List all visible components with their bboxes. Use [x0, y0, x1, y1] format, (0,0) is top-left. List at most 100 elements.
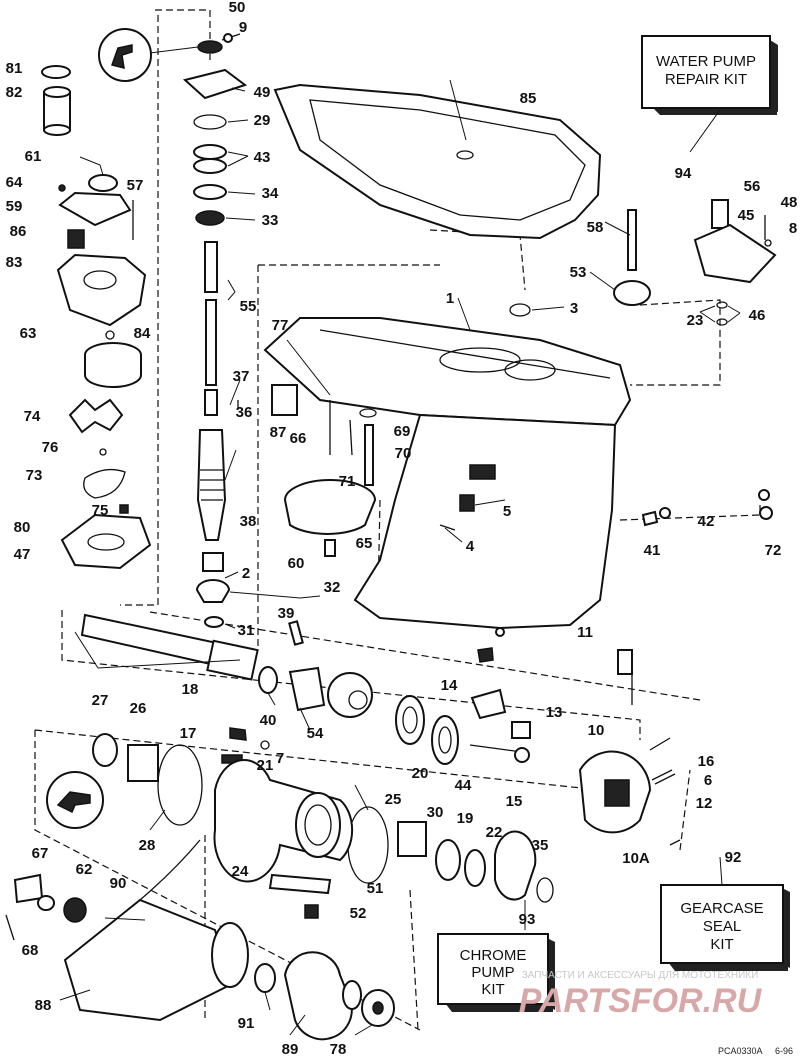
part-label: 59 — [6, 198, 23, 215]
chrome-pump-kit-line2: PUMP — [471, 964, 514, 981]
part-label: 60 — [288, 555, 305, 572]
part-label: 93 — [519, 911, 536, 928]
part-label: 62 — [76, 861, 93, 878]
part-label: 83 — [6, 254, 23, 271]
part-label: 39 — [278, 605, 295, 622]
water-pump-kit-line2: REPAIR KIT — [665, 71, 747, 88]
part-label: 36 — [236, 404, 253, 421]
water-pump-kit-line1: WATER PUMP — [656, 53, 756, 70]
part-label: 5 — [503, 503, 511, 520]
part-label: 88 — [35, 997, 52, 1014]
part-label: 78 — [330, 1041, 347, 1058]
watermark: ЗАПЧАСТИ И АКСЕССУАРЫ ДЛЯ МОТОТЕХНИКИ PA… — [519, 970, 763, 1020]
part-label: 12 — [696, 795, 713, 812]
part-label: 23 — [687, 312, 704, 329]
part-label: 56 — [744, 178, 761, 195]
part-label: 48 — [781, 194, 798, 211]
part-label: 61 — [25, 148, 42, 165]
chrome-pump-kit-line1: CHROME — [460, 947, 527, 964]
part-label: 77 — [272, 317, 289, 334]
part-label: 44 — [455, 777, 472, 794]
part-label: 29 — [254, 112, 271, 129]
part-label: 94 — [675, 165, 692, 182]
part-label: 28 — [139, 837, 156, 854]
part-label: 19 — [457, 810, 474, 827]
part-label: 80 — [14, 519, 31, 536]
part-label: 46 — [749, 307, 766, 324]
figure-code: PCA0330A — [718, 1046, 763, 1056]
part-label: 55 — [240, 298, 257, 315]
part-label: 65 — [356, 535, 373, 552]
part-label: 45 — [738, 207, 755, 224]
part-label: 7 — [276, 750, 284, 767]
part-label: 6 — [704, 772, 712, 789]
part-label: 76 — [42, 439, 59, 456]
part-label: 63 — [20, 325, 37, 342]
part-label: 26 — [130, 700, 147, 717]
part-label: 1 — [446, 290, 454, 307]
part-label: 14 — [441, 677, 458, 694]
part-label: 67 — [32, 845, 49, 862]
part-label: 3 — [570, 300, 578, 317]
part-label: 17 — [180, 725, 197, 742]
part-label: 21 — [257, 757, 274, 774]
part-label: 4 — [466, 538, 475, 555]
part-label: 70 — [395, 445, 412, 462]
part-label: 52 — [350, 905, 367, 922]
part-label: 18 — [182, 681, 199, 698]
part-label: 66 — [290, 430, 307, 447]
part-label: 68 — [22, 942, 39, 959]
parts — [5, 28, 777, 1041]
part-label: 86 — [10, 223, 27, 240]
part-label: 64 — [6, 174, 23, 191]
part-label: 24 — [232, 863, 249, 880]
part-label: 72 — [765, 542, 782, 559]
part-label: 43 — [254, 149, 271, 166]
gearcase-seal-kit-line1: GEARCASE — [680, 900, 763, 917]
part-number-labels: 50 9 81 82 49 29 61 43 64 57 34 59 33 86… — [6, 0, 798, 1058]
gearcase-housing — [263, 317, 632, 630]
part-label: 75 — [92, 502, 109, 519]
part-label: 49 — [254, 84, 271, 101]
part-label: 20 — [412, 765, 429, 782]
gearcase-seal-kit-line2: SEAL — [703, 918, 741, 935]
part-label: 53 — [570, 264, 587, 281]
part-label: 89 — [282, 1041, 299, 1058]
part-label: 11 — [577, 624, 593, 641]
part-label: 51 — [367, 880, 384, 897]
part-label: 16 — [698, 753, 715, 770]
chrome-pump-kit-line3: KIT — [481, 981, 504, 998]
part-label: 81 — [6, 60, 23, 77]
part-label: 22 — [486, 824, 503, 841]
part-label: 91 — [238, 1015, 255, 1032]
part-label: 33 — [262, 212, 279, 229]
part-label: 84 — [134, 325, 151, 342]
water-pump-kit-box: WATER PUMP REPAIR KIT — [641, 35, 778, 115]
part-label: 35 — [532, 837, 549, 854]
part-label: 8 — [789, 220, 797, 237]
footer: PCA0330A 6-96 — [718, 1046, 793, 1056]
part-label: 41 — [644, 542, 661, 559]
part-label: 37 — [233, 368, 250, 385]
gearcase-seal-kit-box: GEARCASE SEAL KIT — [660, 884, 790, 971]
part-label: 74 — [24, 408, 41, 425]
part-label: 57 — [127, 177, 144, 194]
part-label: 47 — [14, 546, 31, 563]
part-label: 27 — [92, 692, 109, 709]
part-label: 90 — [110, 875, 127, 892]
part-label: 50 — [229, 0, 246, 16]
watermark-logo: PARTSFOR.RU — [519, 982, 763, 1020]
part-label: 85 — [520, 90, 537, 107]
part-label: 10A — [622, 850, 650, 867]
part-label: 15 — [506, 793, 523, 810]
part-label: 82 — [6, 84, 23, 101]
part-label: 42 — [698, 513, 715, 530]
part-label: 10 — [588, 722, 605, 739]
part-label: 31 — [238, 622, 255, 639]
exhaust-plate — [273, 83, 602, 240]
part-label: 32 — [324, 579, 341, 596]
part-label: 38 — [240, 513, 257, 530]
part-label: 73 — [26, 467, 43, 484]
part-label: 13 — [546, 704, 563, 721]
